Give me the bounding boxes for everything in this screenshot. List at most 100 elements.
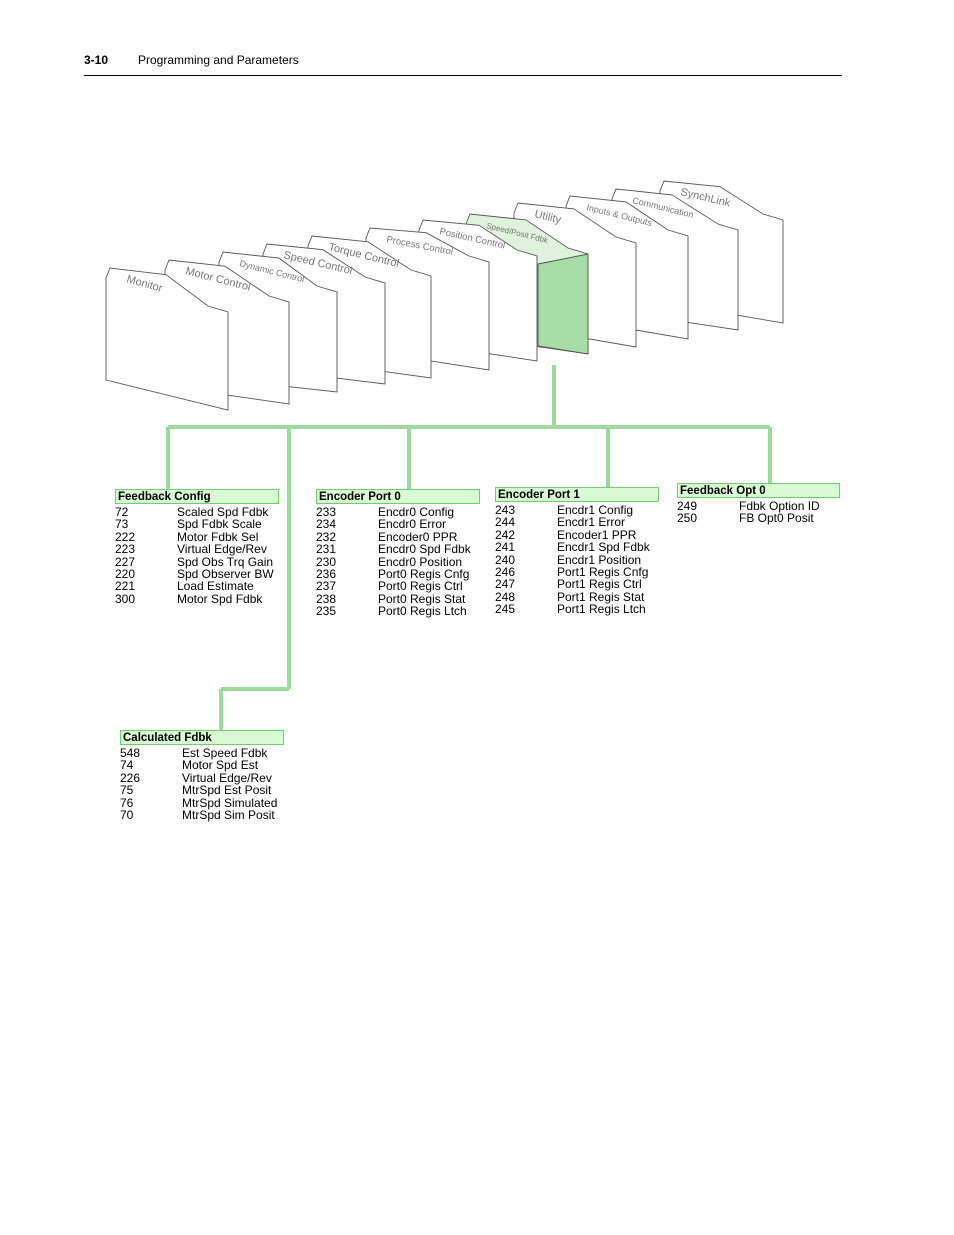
param-number: 300 (115, 591, 136, 606)
param-name: Encdr1 Spd Fdbk (557, 540, 650, 555)
param-number: 227 (115, 554, 136, 569)
param-number: 242 (495, 527, 516, 542)
param-number: 548 (120, 746, 141, 760)
param-number: 233 (316, 505, 337, 519)
param-name: Encdr0 Position (378, 554, 463, 569)
param-number: 241 (495, 540, 516, 555)
param-name: Encoder0 PPR (378, 529, 458, 544)
param-row: 72 Scaled Spd Fdbk (115, 505, 279, 519)
param-row: 227 Spd Obs Trq Gain (115, 554, 279, 569)
param-name: Encdr1 Config (557, 503, 634, 517)
param-row: 75 MtrSpd Est Posit (120, 783, 284, 798)
page-number: 3-10 (84, 53, 109, 67)
param-number: 247 (495, 577, 516, 592)
folder-shape (105, 267, 229, 411)
param-name: MtrSpd Simulated (182, 795, 278, 810)
param-number: 248 (495, 589, 516, 604)
param-name: Encdr0 Config (378, 505, 455, 519)
param-name: Motor Fdbk Sel (177, 529, 259, 544)
param-row: 245 Port1 Regis Ltch (495, 602, 659, 617)
param-row: 246 Port1 Regis Cnfg (495, 564, 659, 579)
group-title: Encoder Port 1 (495, 487, 659, 502)
param-number: 243 (495, 503, 516, 517)
param-name: Spd Obs Trq Gain (177, 554, 274, 569)
param-name: Scaled Spd Fdbk (177, 505, 269, 519)
param-name: Encdr0 Error (378, 517, 447, 532)
param-row: 220 Spd Observer BW (115, 566, 279, 581)
param-row: 243 Encdr1 Config (495, 503, 659, 517)
section-title: Programming and Parameters (138, 53, 299, 67)
param-row: 74 Motor Spd Est (120, 758, 284, 773)
param-number: 237 (316, 579, 337, 594)
param-number: 74 (120, 758, 134, 773)
param-row: 238 Port0 Regis Stat (316, 591, 480, 606)
param-row: 234 Encdr0 Error (316, 517, 480, 532)
header-rule (84, 75, 842, 76)
param-row: 76 MtrSpd Simulated (120, 795, 284, 810)
param-row: 248 Port1 Regis Stat (495, 589, 659, 604)
group-title: Encoder Port 0 (316, 489, 480, 504)
param-row: 237 Port0 Regis Ctrl (316, 579, 480, 594)
param-number: 72 (115, 505, 129, 519)
param-row: 247 Port1 Regis Ctrl (495, 577, 659, 592)
param-number: 221 (115, 579, 136, 594)
param-number: 232 (316, 529, 337, 544)
param-name: MtrSpd Sim Posit (182, 807, 275, 822)
param-name: Port1 Regis Cnfg (557, 564, 649, 579)
param-name: Motor Spd Est (182, 758, 259, 773)
param-number: 249 (677, 499, 698, 513)
param-number: 73 (115, 517, 129, 532)
param-name: Spd Fdbk Scale (177, 517, 262, 532)
param-number: 75 (120, 783, 134, 798)
param-name: Encdr1 Error (557, 515, 626, 530)
connector-lines (166, 365, 772, 730)
param-row: 548 Est Speed Fdbk (120, 746, 284, 760)
param-number: 238 (316, 591, 337, 606)
group-title: Calculated Fdbk (120, 730, 284, 745)
param-number: 245 (495, 602, 516, 617)
param-name: Port0 Regis Stat (378, 591, 466, 606)
param-name: Port1 Regis Stat (557, 589, 645, 604)
param-row: 221 Load Estimate (115, 579, 279, 594)
param-row: 232 Encoder0 PPR (316, 529, 480, 544)
param-number: 222 (115, 529, 136, 544)
param-number: 246 (495, 564, 516, 579)
param-name: Virtual Edge/Rev (177, 542, 267, 557)
param-row: 233 Encdr0 Config (316, 505, 480, 519)
param-name: FB Opt0 Posit (739, 511, 814, 526)
param-name: Fdbk Option ID (739, 499, 820, 513)
param-name: Encoder1 PPR (557, 527, 637, 542)
param-row: 242 Encoder1 PPR (495, 527, 659, 542)
param-row: 73 Spd Fdbk Scale (115, 517, 279, 532)
param-name: Spd Observer BW (177, 566, 274, 581)
param-number: 220 (115, 566, 136, 581)
param-number: 226 (120, 770, 141, 785)
param-number: 70 (120, 807, 134, 822)
param-name: MtrSpd Est Posit (182, 783, 272, 798)
param-number: 250 (677, 511, 698, 526)
param-name: Port0 Regis Ctrl (378, 579, 463, 594)
group-title: Feedback Config (115, 489, 279, 504)
param-name: Port1 Regis Ctrl (557, 577, 642, 592)
param-name: Est Speed Fdbk (182, 746, 268, 760)
folder-monitor: Monitor (105, 267, 229, 411)
param-number: 235 (316, 604, 337, 619)
param-number: 234 (316, 517, 337, 532)
param-name: Encdr1 Position (557, 552, 642, 567)
param-number: 236 (316, 566, 337, 581)
param-name: Load Estimate (177, 579, 254, 594)
param-name: Motor Spd Fdbk (177, 591, 263, 606)
param-name: Port1 Regis Ltch (557, 602, 646, 617)
param-number: 76 (120, 795, 134, 810)
